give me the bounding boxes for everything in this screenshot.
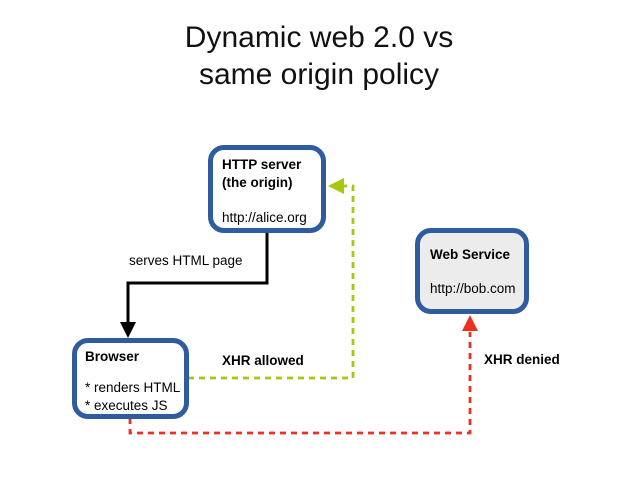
xhr-allowed-label: XHR allowed [222,353,304,368]
xhr-allowed-arrowhead [328,178,344,194]
slide-title-line1: Dynamic web 2.0 vs [184,21,454,54]
browser-feature-executes-js: * executes JS [85,398,168,413]
browser-title: Browser [85,349,140,364]
http-server-node: HTTP server (the origin) http://alice.or… [208,145,326,233]
http-server-subtitle: (the origin) [222,175,293,190]
browser-features: * renders HTML * executes JS [85,379,182,415]
web-service-node: Web Service http://bob.com [415,228,529,314]
slide-title-line2: same origin policy [198,58,440,91]
xhr-denied-arrow [128,315,478,435]
xhr-denied-arrowhead [462,315,478,331]
serves-html-arrow-line [126,232,269,324]
slide-title: Dynamic web 2.0 vs same origin policy [0,19,638,93]
http-server-url: http://alice.org [222,210,307,225]
http-server-title: HTTP server [222,157,302,172]
browser-node: Browser * renders HTML * executes JS [72,338,189,419]
xhr-allowed-arrow-line [188,184,355,380]
serves-html-arrow [120,232,269,338]
serves-html-label: serves HTML page [129,253,243,268]
serves-html-arrowhead [120,322,136,338]
xhr-denied-label: XHR denied [484,352,560,367]
browser-feature-renders-html: * renders HTML [85,380,181,395]
web-service-title: Web Service [430,247,511,262]
web-service-url: http://bob.com [430,281,516,296]
xhr-allowed-arrow [188,178,355,380]
